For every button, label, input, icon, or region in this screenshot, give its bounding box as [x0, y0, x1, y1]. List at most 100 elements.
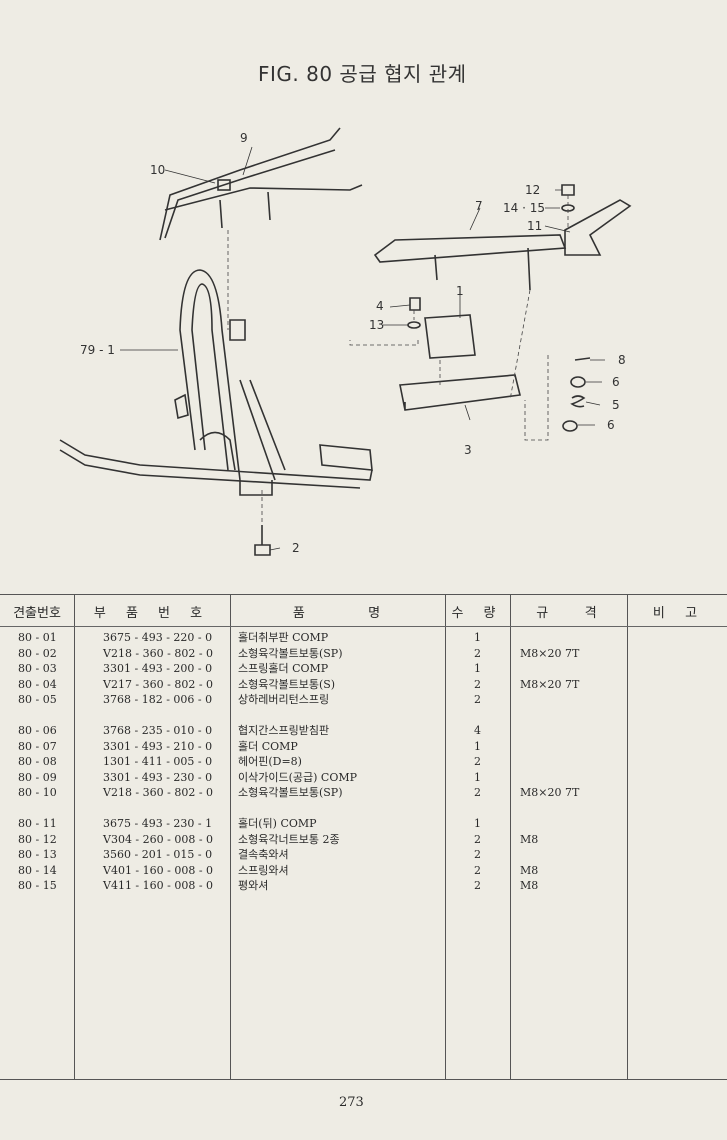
- cell-quantity: 2: [474, 832, 481, 846]
- cell-part-name: 홀더 COMP: [238, 739, 298, 753]
- table-row: 80 - 06 3768 - 235 - 010 - 0 협지간스프링받침판 4: [0, 723, 727, 738]
- cell-ref-no: 80 - 13: [18, 848, 57, 861]
- cell-spec: M8: [520, 863, 539, 877]
- cell-part-name: 평와셔: [238, 879, 269, 892]
- header-spec: 규 격: [536, 606, 601, 621]
- header-ref-no: 견출번호: [13, 606, 61, 621]
- cell-spec: M8: [520, 832, 539, 846]
- cell-part-name: 소형육각볼트보통(SP): [238, 786, 343, 799]
- page-number: 273: [339, 1095, 364, 1110]
- cell-ref-no: 80 - 07: [18, 739, 57, 753]
- column-divider: [627, 595, 628, 1079]
- header-quantity: 수 량: [451, 606, 504, 621]
- callout-6a: 6: [612, 375, 620, 389]
- cell-ref-no: 80 - 09: [18, 770, 57, 784]
- cell-part-name: 협지간스프링받침판: [238, 724, 330, 737]
- exploded-parts-diagram: 9 10 12 14 · 15 7 11 4 1 13 79 - 1 8 6 5…: [59, 127, 632, 556]
- column-divider: [445, 595, 446, 1079]
- cell-part-name: 소형육각너트보통 2종: [238, 832, 340, 846]
- callout-6b: 6: [607, 418, 615, 432]
- cell-quantity: 2: [474, 786, 481, 799]
- cell-ref-no: 80 - 14: [18, 863, 57, 877]
- cell-quantity: 2: [474, 848, 481, 861]
- table-row: 80 - 07 3301 - 493 - 210 - 0 홀더 COMP 1: [0, 739, 727, 754]
- table-row: 80 - 01 3675 - 493 - 220 - 0 홀더취부판 COMP 1: [0, 630, 727, 645]
- cell-part-name: 결속축와셔: [238, 848, 289, 861]
- header-part-name: 품 명: [292, 606, 383, 621]
- cell-part-no: 3768 - 235 - 010 - 0: [103, 724, 213, 737]
- assembly-lines: [227, 195, 569, 525]
- column-divider: [510, 595, 511, 1079]
- cell-part-no: V304 - 260 - 008 - 0: [103, 832, 214, 846]
- callout-10: 10: [150, 163, 165, 177]
- cell-part-no: 3675 - 493 - 230 - 1: [103, 817, 213, 830]
- table-row: 80 - 15 V411 - 160 - 008 - 0 평와셔 2 M8: [0, 878, 727, 893]
- figure-title: FIG. 80 공급 협지 관계: [258, 62, 467, 86]
- cell-part-no: V401 - 160 - 008 - 0: [103, 863, 214, 877]
- cell-spec: M8×20 7T: [520, 677, 580, 691]
- callout-8: 8: [618, 353, 626, 367]
- parts-table: 견출번호 부 품 번 호 품 명 수 량 규 격 비 고 80 - 01 3675…: [0, 594, 727, 1080]
- cell-ref-no: 80 - 08: [18, 755, 57, 768]
- cell-spec: M8: [520, 879, 539, 892]
- cell-part-name: 홀더취부판 COMP: [238, 631, 329, 644]
- cell-part-no: 3675 - 493 - 220 - 0: [103, 631, 213, 644]
- cell-part-no: 3560 - 201 - 015 - 0: [103, 848, 213, 861]
- table-row: 80 - 09 3301 - 493 - 230 - 0 이삭가이드(공급) COM…: [0, 770, 727, 785]
- cell-part-no: V411 - 160 - 008 - 0: [103, 879, 214, 892]
- cell-spec: M8×20 7T: [520, 646, 580, 660]
- callout-3: 3: [464, 443, 472, 457]
- cell-part-no: V217 - 360 - 802 - 0: [103, 677, 214, 691]
- cell-part-name: 이삭가이드(공급) COMP: [238, 770, 358, 784]
- callout-7: 7: [475, 199, 483, 213]
- callout-5: 5: [612, 398, 620, 412]
- cell-ref-no: 80 - 10: [18, 786, 57, 799]
- cell-quantity: 1: [474, 739, 481, 753]
- cell-part-name: 소형육각볼트보통(SP): [238, 646, 343, 660]
- header-part-no: 부 품 번 호: [93, 606, 211, 621]
- header-remarks: 비 고: [652, 606, 702, 621]
- cell-part-no: 3301 - 493 - 200 - 0: [103, 662, 213, 675]
- cell-part-no: 3301 - 493 - 210 - 0: [103, 739, 213, 753]
- cell-part-name: 상하레버리턴스프링: [238, 693, 330, 706]
- table-row: 80 - 13 3560 - 201 - 015 - 0 결속축와셔 2: [0, 847, 727, 862]
- callout-14-15: 14 · 15: [503, 201, 545, 215]
- cell-ref-no: 80 - 04: [18, 677, 57, 691]
- column-divider: [74, 595, 75, 1079]
- cell-ref-no: 80 - 15: [18, 879, 57, 892]
- cell-quantity: 2: [474, 693, 481, 706]
- cell-quantity: 2: [474, 879, 481, 892]
- cell-spec: M8×20 7T: [520, 786, 580, 799]
- cell-ref-no: 80 - 06: [18, 724, 57, 737]
- cell-part-no: V218 - 360 - 802 - 0: [103, 786, 214, 799]
- cell-ref-no: 80 - 01: [18, 631, 57, 644]
- cell-part-no: 3301 - 493 - 230 - 0: [103, 770, 213, 784]
- cell-part-name: 홀더(뒤) COMP: [238, 817, 317, 830]
- callout-4: 4: [376, 299, 384, 313]
- cell-ref-no: 80 - 02: [18, 646, 57, 660]
- callout-2: 2: [292, 541, 300, 555]
- cell-quantity: 1: [474, 662, 481, 675]
- callout-11: 11: [527, 219, 542, 233]
- table-header: 견출번호 부 품 번 호 품 명 수 량 규 격 비 고: [0, 595, 727, 627]
- cell-quantity: 2: [474, 677, 481, 691]
- callout-9: 9: [240, 131, 248, 145]
- cell-part-no: V218 - 360 - 802 - 0: [103, 646, 214, 660]
- cell-quantity: 1: [474, 770, 481, 784]
- cell-quantity: 1: [474, 631, 481, 644]
- cell-part-no: 1301 - 411 - 005 - 0: [103, 755, 213, 768]
- cell-part-name: 스프링와셔: [238, 863, 289, 877]
- table-row: 80 - 10 V218 - 360 - 802 - 0 소형육각볼트보통(SP) 2…: [0, 785, 727, 800]
- cell-quantity: 4: [474, 724, 481, 737]
- callout-13: 13: [369, 318, 384, 332]
- cell-part-no: 3768 - 182 - 006 - 0: [103, 693, 213, 706]
- cell-quantity: 1: [474, 817, 481, 830]
